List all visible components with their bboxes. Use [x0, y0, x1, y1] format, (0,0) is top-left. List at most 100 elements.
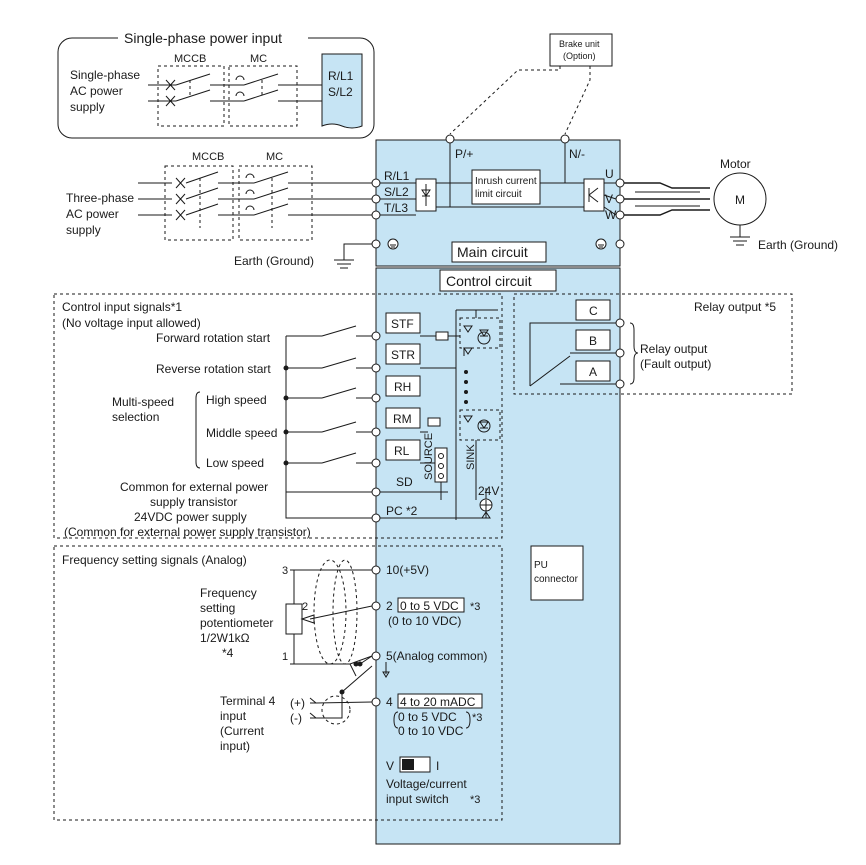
main-input-sl2: S/L2 [384, 185, 409, 199]
single-phase-source-line2: AC power [70, 84, 123, 98]
multi-speed-line1: Multi-speed [112, 395, 174, 409]
control-input-header-2: (No voltage input allowed) [62, 316, 201, 330]
terminal4-plus: (+) [290, 696, 305, 710]
single-phase-title: Single-phase power input [124, 30, 282, 46]
reverse-rotation-label: Reverse rotation start [156, 362, 271, 376]
single-phase-source-line3: supply [70, 100, 105, 114]
three-phase-mccb-label: MCCB [192, 151, 224, 163]
three-phase-line2: AC power [66, 207, 119, 221]
terminal-4-range: 4 to 20 mADC [400, 695, 476, 709]
middle-speed-label: Middle speed [206, 426, 277, 440]
switch-label-1: Voltage/current [386, 777, 467, 791]
relay-header: Relay output *5 [694, 300, 776, 314]
main-circuit-title-box [451, 241, 547, 263]
terminal-2-range: 0 to 5 VDC [400, 599, 459, 613]
pu-line1: PU [534, 560, 548, 571]
common-line1: Common for external power [120, 480, 268, 494]
control-circuit-title: Control circuit [446, 273, 532, 289]
relay-label-2: (Fault output) [640, 357, 711, 371]
high-speed-label: High speed [206, 393, 267, 407]
pot-pin-2: 2 [302, 601, 308, 613]
pot-label-3: potentiometer [200, 616, 273, 630]
pot-pin-3: 3 [282, 565, 288, 577]
terminal-rl: RL [394, 444, 410, 458]
switch-i-label: I [436, 759, 439, 773]
inrush-line2: limit circuit [475, 189, 522, 200]
switch-v-label: V [386, 759, 394, 773]
terminal-2-note: *3 [470, 601, 480, 613]
main-input-tl3: T/L3 [384, 201, 408, 215]
terminal-2-alt: (0 to 10 VDC) [388, 614, 461, 628]
terminal-pc: PC *2 [386, 504, 418, 518]
relay-label-1: Relay output [640, 342, 708, 356]
brake-unit-line2: (Option) [563, 51, 596, 61]
relay-output-section: Relay output *5 C B A Relay output (Faul… [513, 293, 793, 395]
frequency-setting-section: Frequency setting signals (Analog) Frequ… [53, 545, 584, 821]
three-phase-line3: supply [66, 223, 101, 237]
main-output-u: U [605, 167, 614, 181]
single-phase-terminal-sl2: S/L2 [328, 85, 353, 99]
main-input-rl1: R/L1 [384, 169, 410, 183]
three-phase-line1: Three-phase [66, 191, 134, 205]
switch-label-2: input switch [386, 792, 449, 806]
main-circuit-section: P/+ N/- Three-phase AC power supply MCCB… [66, 134, 838, 269]
relay-terminal-a: A [589, 365, 597, 379]
relay-terminal-c: C [589, 304, 598, 318]
brake-unit-line1: Brake unit [559, 39, 600, 49]
motor-title: Motor [720, 157, 751, 171]
single-phase-mc-label: MC [250, 53, 267, 65]
switch-label-3: *3 [470, 794, 480, 806]
terminal-5: 5(Analog common) [386, 649, 487, 663]
control-circuit-title-box [439, 269, 557, 292]
pot-label-5: *4 [222, 646, 234, 660]
pu-line2: connector [534, 574, 579, 585]
control-circuit-section: Control circuit Control input signals*1 … [53, 269, 557, 539]
inverter-switch-symbol [583, 178, 605, 212]
terminal4-label-1: Terminal 4 [220, 694, 276, 708]
terminal4-minus: (-) [290, 711, 302, 725]
source-label: SOURCE [423, 433, 435, 480]
single-phase-mccb-label: MCCB [174, 53, 206, 65]
v24-label: 24V [478, 484, 499, 498]
earth-left-label: Earth (Ground) [234, 254, 314, 268]
terminal-stf: STF [391, 317, 414, 331]
main-output-v: V [605, 192, 613, 206]
potentiometer-symbol [285, 603, 303, 635]
single-phase-source-line1: Single-phase [70, 68, 140, 82]
relay-terminal-b: B [589, 334, 597, 348]
inrush-limit-circuit [471, 169, 541, 205]
terminal-10: 10(+5V) [386, 563, 429, 577]
terminal-4-alt2: 0 to 10 VDC [398, 724, 464, 738]
pot-pin-1: 1 [282, 651, 288, 663]
sink-label: SINK [465, 444, 477, 470]
terminal-rm: RM [393, 412, 412, 426]
main-n-label: N/- [569, 147, 585, 161]
single-phase-terminal-rl1: R/L1 [328, 69, 354, 83]
forward-rotation-label: Forward rotation start [156, 331, 271, 345]
terminal-str: STR [391, 348, 415, 362]
terminal-2-number: 2 [386, 599, 393, 613]
inrush-line1: Inrush current [475, 176, 537, 187]
control-input-header-1: Control input signals*1 [62, 300, 182, 314]
terminal4-label-4: input) [220, 739, 250, 753]
main-p-label: P/+ [455, 147, 473, 161]
frequency-header: Frequency setting signals (Analog) [62, 553, 247, 567]
terminal4-label-2: input [220, 709, 247, 723]
terminal4-label-3: (Current [220, 724, 265, 738]
pu-connector [530, 545, 584, 601]
terminal-sd: SD [396, 475, 413, 489]
earth-right-label: Earth (Ground) [758, 238, 838, 252]
terminal-4-note: *3 [472, 712, 482, 724]
brake-unit: Brake unit (Option) [449, 33, 613, 135]
common-line2: supply transistor [150, 495, 237, 509]
three-phase-mc-label: MC [266, 151, 283, 163]
terminal-rh: RH [394, 380, 411, 394]
pot-label-4: 1/2W1kΩ [200, 631, 250, 645]
main-output-w: W [605, 208, 617, 222]
single-phase-section: Single-phase power input MCCB MC Single-… [57, 28, 375, 139]
common-line4: (Common for external power supply transi… [64, 525, 311, 539]
multi-speed-line2: selection [112, 410, 159, 424]
common-line3: 24VDC power supply [134, 510, 247, 524]
